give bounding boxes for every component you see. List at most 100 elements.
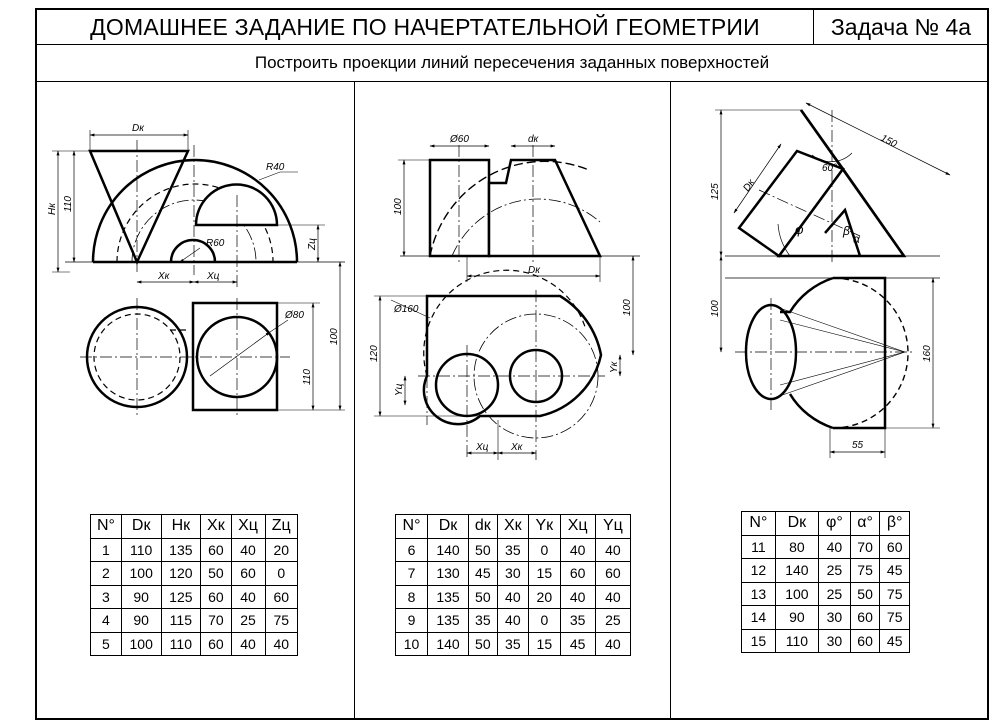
dim-55: 55	[852, 440, 864, 451]
table-cell: 60	[200, 537, 232, 562]
column-header: Zц	[264, 514, 298, 539]
table-cell: 20	[528, 584, 561, 609]
table-cell: 35	[496, 631, 530, 656]
drawing-sheet: ДОМАШНЕЕ ЗАДАНИЕ ПО НАЧЕРТАТЕЛЬНОЙ ГЕОМЕ…	[35, 8, 989, 720]
table-cell: 25	[818, 558, 851, 583]
table-cell: 40	[230, 584, 266, 609]
column-header: Yц	[594, 514, 632, 539]
column-divider-2	[670, 81, 671, 718]
table-cell: 14	[741, 605, 776, 630]
table-cell: 60	[230, 561, 266, 586]
dim-yk: Yк	[609, 360, 620, 373]
dim-yc: Yц	[394, 383, 405, 396]
dim-xk: Xк	[157, 271, 171, 282]
column-header: Xц	[559, 514, 596, 539]
table-cell: 50	[849, 581, 881, 606]
table-cell: 45	[468, 561, 498, 586]
table-cell: 60	[849, 628, 881, 653]
table-cell: 40	[559, 584, 596, 609]
dim-100: 100	[329, 328, 340, 345]
table-cell: 80	[774, 534, 820, 559]
table-cell: 12	[741, 558, 776, 583]
table-cell: 0	[264, 561, 298, 586]
dim-125: 125	[710, 183, 721, 200]
dim-phi: φ	[795, 222, 804, 237]
table-cell: 75	[264, 608, 298, 633]
table-cell: 40	[594, 584, 632, 609]
dim-160: 160	[922, 345, 933, 362]
table-cell: 100	[120, 631, 162, 656]
table-cell: 50	[468, 584, 498, 609]
panel1-top-view	[80, 298, 345, 418]
subtitle-row: Построить проекции линий пересечения зад…	[37, 45, 987, 82]
dim-100-right: 100	[622, 299, 633, 316]
dim-d60: Ø60	[449, 134, 469, 145]
table-cell: 45	[879, 628, 910, 653]
table-cell: 135	[426, 584, 470, 609]
table-cell: 40	[264, 631, 298, 656]
table-cell: 30	[818, 628, 851, 653]
table-cell: 7	[395, 561, 428, 586]
column-header: Xк	[496, 514, 530, 539]
table-cell: 90	[774, 605, 820, 630]
table-cell: 25	[230, 608, 266, 633]
dim-100-3: 100	[710, 300, 721, 317]
column-header: Dк	[774, 511, 820, 536]
table-cell: 40	[559, 537, 596, 562]
dim-d80: Ø80	[284, 310, 304, 321]
table-cell: 140	[774, 558, 820, 583]
table-cell: 40	[496, 584, 530, 609]
table-cell: 40	[818, 534, 851, 559]
dim-110: 110	[302, 369, 313, 385]
table-cell: 60	[594, 561, 632, 586]
panel1-front-view	[52, 130, 345, 411]
table-cell: 60	[264, 584, 298, 609]
table-cell: 60	[200, 631, 232, 656]
table-cell: 15	[741, 628, 776, 653]
table-cell: 45	[879, 558, 910, 583]
dim-120: 120	[369, 345, 380, 362]
dim-h110: 110	[63, 196, 74, 212]
panel2-dim-labels: Ø60 dк 100 Dк Ø160 100 120 Yц Yк Xц Xк	[369, 134, 633, 453]
table-cell: 35	[496, 537, 530, 562]
table-cell: 135	[160, 537, 202, 562]
table-cell: 25	[594, 608, 632, 633]
dim-xk-2: Xк	[510, 442, 524, 453]
column-header: Hк	[160, 514, 202, 539]
panel2-top-view	[374, 269, 622, 460]
column-header: φ°	[818, 511, 851, 536]
table-cell: 3	[90, 584, 122, 609]
dim-dk-3: Dк	[741, 177, 758, 194]
table-cell: 50	[468, 537, 498, 562]
table-cell: 30	[496, 561, 530, 586]
table-cell: 110	[160, 631, 202, 656]
dim-xc: Xц	[206, 271, 220, 282]
column-divider-1	[354, 81, 355, 718]
task-statement: Построить проекции линий пересечения зад…	[254, 53, 770, 72]
column-header: N°	[395, 514, 428, 539]
table-cell: 135	[426, 608, 470, 633]
column-header: β°	[879, 511, 910, 536]
table-cell: 15	[528, 561, 561, 586]
table-cell: 0	[528, 537, 561, 562]
table-cell: 70	[200, 608, 232, 633]
table-cell: 35	[468, 608, 498, 633]
table-cell: 13	[741, 581, 776, 606]
table-cell: 60	[559, 561, 596, 586]
panel1-dim-labels: Dк Hк 110 R40 R60 Zц Xк Xц 100 Ø80 110	[47, 123, 340, 385]
table-cell: 30	[818, 605, 851, 630]
panel3-top-view	[719, 255, 940, 458]
table-cell: 1	[90, 537, 122, 562]
